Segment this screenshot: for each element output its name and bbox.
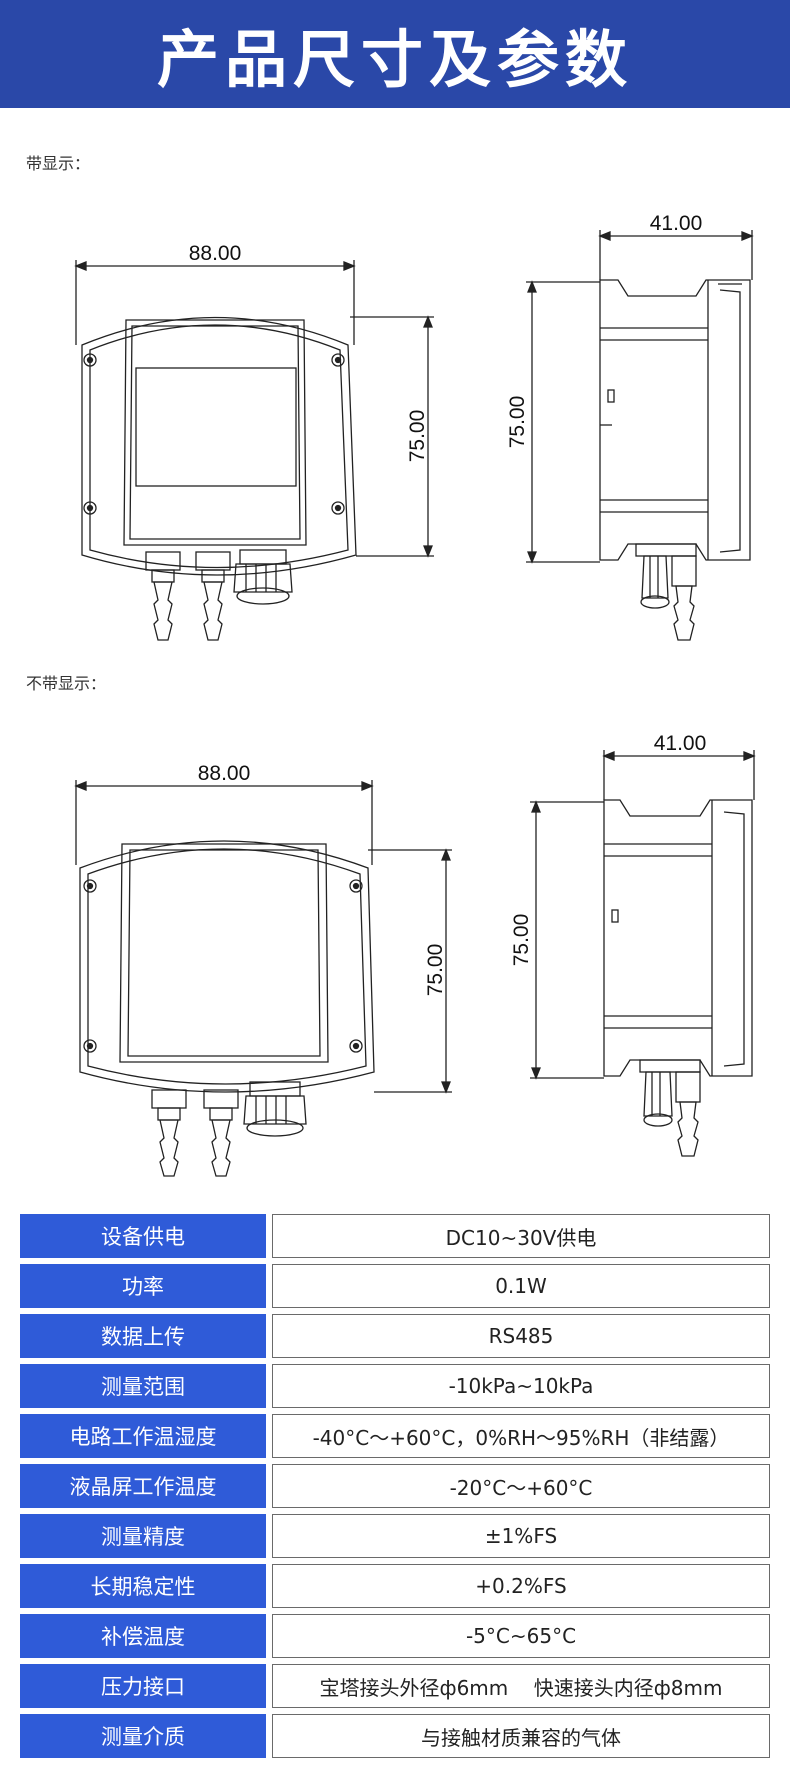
table-row: 测量精度±1%FS: [20, 1514, 770, 1558]
with-display-label: 带显示：: [26, 154, 91, 173]
table-row: 测量介质与接触材质兼容的气体: [20, 1714, 770, 1758]
table-row: 补偿温度-5°C~65°C: [20, 1614, 770, 1658]
table-row: 液晶屏工作温度-20°C～+60°C: [20, 1464, 770, 1508]
spec-value: -40°C～+60°C，0%RH～95%RH（非结露）: [272, 1414, 770, 1458]
side-height-dim: 75.00: [510, 914, 533, 967]
spec-value: 0.1W: [272, 1264, 770, 1308]
title-banner: 产品尺寸及参数: [0, 0, 790, 108]
spec-key: 电路工作温湿度: [20, 1414, 266, 1458]
spec-value: RS485: [272, 1314, 770, 1358]
side-height-dim: 75.00: [506, 396, 529, 449]
spec-value: 与接触材质兼容的气体: [272, 1714, 770, 1758]
spec-key: 测量精度: [20, 1514, 266, 1558]
front-height-dim: 75.00: [406, 410, 429, 463]
page-title: 产品尺寸及参数: [156, 23, 633, 96]
table-row: 长期稳定性+0.2%FS: [20, 1564, 770, 1608]
front-view-without-display: [74, 780, 452, 1177]
spec-value: -20°C～+60°C: [272, 1464, 770, 1508]
spec-value: +0.2%FS: [272, 1564, 770, 1608]
spec-value: ±1%FS: [272, 1514, 770, 1558]
table-row: 压力接口宝塔接头外径ф6mm 快速接头内径ф8mm: [20, 1664, 770, 1708]
front-width-dim: 88.00: [198, 762, 251, 785]
spec-key: 压力接口: [20, 1664, 266, 1708]
spec-value: DC10~30V供电: [272, 1214, 770, 1258]
spec-key: 测量介质: [20, 1714, 266, 1758]
with-display-drawing: 88.00 75.00 41.00 75.00: [74, 212, 754, 641]
front-view-with-display: [74, 260, 434, 641]
front-width-dim: 88.00: [189, 242, 242, 265]
spec-key: 长期稳定性: [20, 1564, 266, 1608]
spec-value: 宝塔接头外径ф6mm 快速接头内径ф8mm: [272, 1664, 770, 1708]
spec-key: 设备供电: [20, 1214, 266, 1258]
spec-value: -10kPa~10kPa: [272, 1364, 770, 1408]
spec-key: 补偿温度: [20, 1614, 266, 1658]
without-display-drawing: 88.00 75.00 41.00 75.00: [74, 732, 756, 1177]
table-row: 电路工作温湿度-40°C～+60°C，0%RH～95%RH（非结露）: [20, 1414, 770, 1458]
spec-key: 液晶屏工作温度: [20, 1464, 266, 1508]
table-row: 测量范围-10kPa~10kPa: [20, 1364, 770, 1408]
spec-key: 测量范围: [20, 1364, 266, 1408]
side-width-dim: 41.00: [650, 212, 703, 235]
side-view-without-display: [530, 750, 756, 1157]
side-width-dim: 41.00: [654, 732, 707, 755]
side-view-with-display: [526, 230, 754, 641]
spec-key: 功率: [20, 1264, 266, 1308]
without-display-label: 不带显示：: [26, 674, 107, 693]
front-height-dim: 75.00: [424, 944, 447, 997]
spec-key: 数据上传: [20, 1314, 266, 1358]
spec-value: -5°C~65°C: [272, 1614, 770, 1658]
